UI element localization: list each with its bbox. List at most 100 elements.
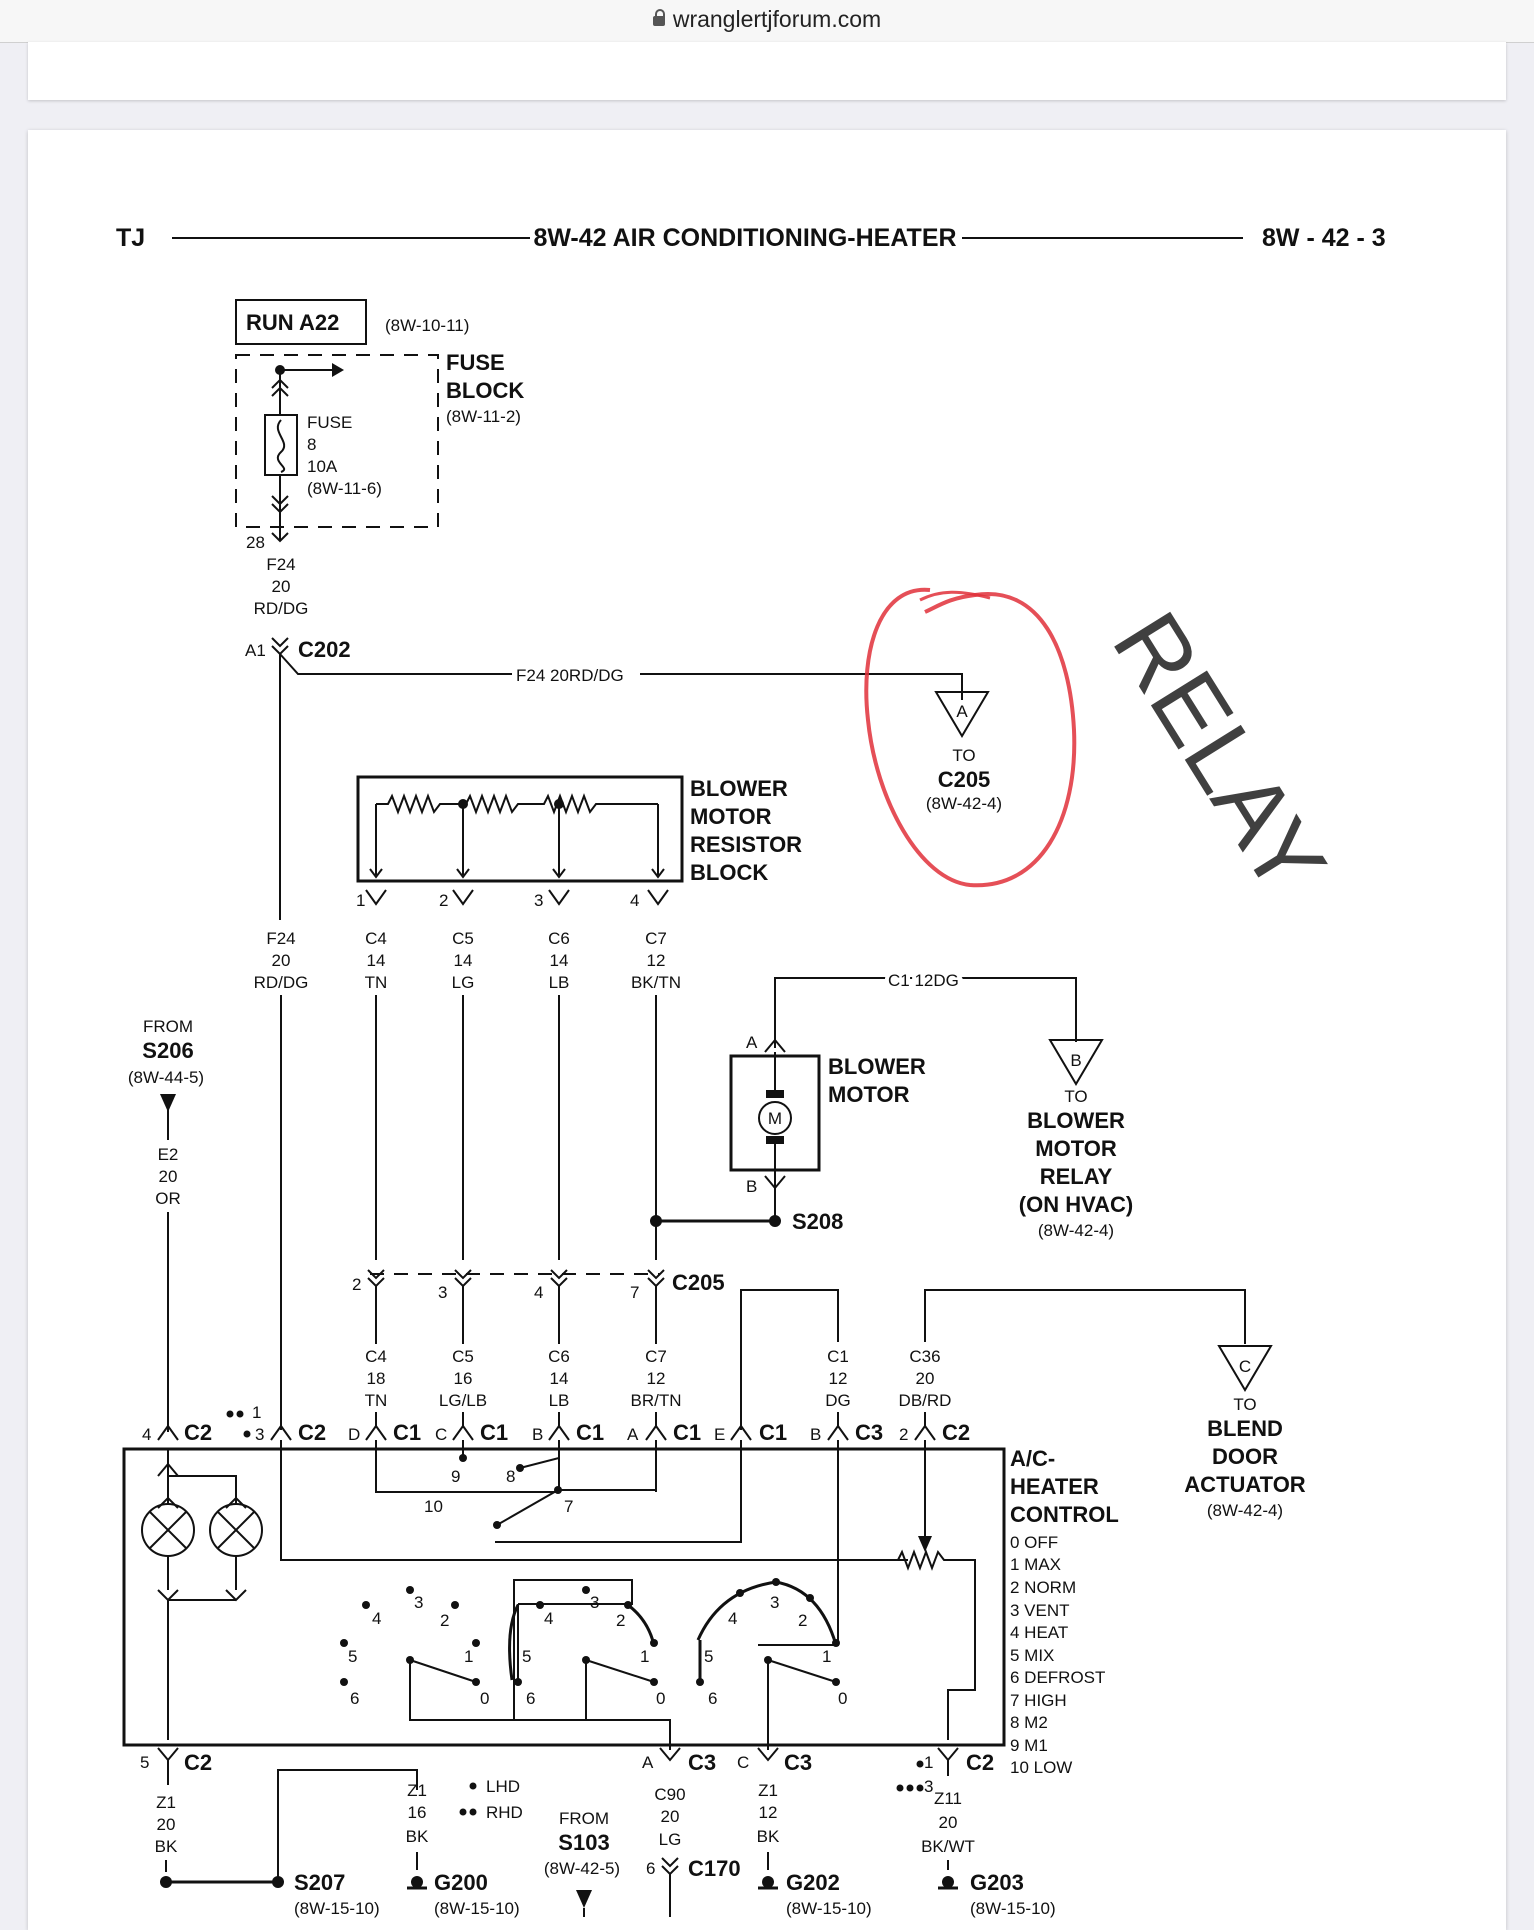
- svg-text:6: 6: [646, 1859, 655, 1878]
- c205-destination: C205: [938, 767, 991, 792]
- svg-text:C2: C2: [298, 1420, 326, 1445]
- url-text: wranglertjforum.com: [672, 6, 882, 32]
- svg-text:5: 5: [704, 1647, 713, 1666]
- svg-text:DB/RD: DB/RD: [899, 1391, 952, 1410]
- c1-run-label: C1 12DG: [888, 971, 959, 990]
- svg-text:A: A: [627, 1425, 639, 1444]
- svg-text:MOTOR: MOTOR: [690, 804, 772, 829]
- svg-text:TN: TN: [365, 1391, 388, 1410]
- header-left: TJ: [116, 224, 145, 252]
- svg-text:16: 16: [408, 1803, 427, 1822]
- svg-text:Z11: Z11: [934, 1789, 962, 1808]
- browser-url-bar[interactable]: wranglertjforum.com: [0, 0, 1534, 43]
- svg-text:LG/LB: LG/LB: [439, 1391, 487, 1410]
- svg-text:3: 3: [590, 1593, 599, 1612]
- svg-text:A: A: [746, 1033, 758, 1052]
- svg-text:(ON HVAC): (ON HVAC): [1019, 1192, 1133, 1217]
- g203-label: G203: [970, 1870, 1024, 1895]
- svg-text:14: 14: [550, 1369, 569, 1388]
- svg-text:Z1: Z1: [156, 1793, 176, 1812]
- svg-text:MOTOR: MOTOR: [1035, 1136, 1117, 1161]
- control-top-connectors: 4 C2 1 3 C2 D C1 C C1 B C1 A C1 E C1 B C…: [142, 1403, 970, 1445]
- svg-text:5: 5: [348, 1647, 357, 1666]
- svg-text:C6: C6: [548, 929, 570, 948]
- svg-text:7: 7: [564, 1497, 573, 1516]
- svg-text:A: A: [642, 1753, 654, 1772]
- svg-text:10: 10: [424, 1497, 443, 1516]
- svg-text:C: C: [435, 1425, 447, 1444]
- svg-text:5: 5: [522, 1647, 531, 1666]
- svg-text:RESISTOR: RESISTOR: [690, 832, 802, 857]
- svg-text:(8W-15-10): (8W-15-10): [970, 1899, 1056, 1918]
- svg-text:ACTUATOR: ACTUATOR: [1184, 1472, 1306, 1497]
- svg-text:C2: C2: [942, 1420, 970, 1445]
- c3-a-label: C3: [688, 1750, 716, 1775]
- svg-text:(8W-15-10): (8W-15-10): [786, 1899, 872, 1918]
- relay-annotation: RELAY: [864, 587, 1346, 912]
- svg-text:9 M1: 9 M1: [1010, 1736, 1048, 1755]
- ac-heater-control: 10 9 8 7 4 3 2 5 1 6 0: [122, 1440, 1119, 1777]
- svg-text:DG: DG: [825, 1391, 851, 1410]
- svg-text:5: 5: [140, 1753, 149, 1772]
- fuse-block: RUN A22 (8W-10-11) FUSE BLOCK (8W-11-2) …: [235, 299, 524, 552]
- c202-label: C202: [298, 637, 351, 662]
- svg-text:C: C: [737, 1753, 749, 1772]
- svg-text:B: B: [532, 1425, 543, 1444]
- svg-text:BK: BK: [757, 1827, 780, 1846]
- s208-label: S208: [792, 1209, 843, 1234]
- svg-text:2: 2: [899, 1425, 908, 1444]
- c170-label: C170: [688, 1856, 741, 1881]
- svg-text:9: 9: [451, 1467, 460, 1486]
- s207-label: S207: [294, 1870, 345, 1895]
- svg-text:LB: LB: [549, 973, 570, 992]
- mode-switch: 4 3 2 5 1 6 0: [340, 1586, 670, 1721]
- previous-page-card: [28, 42, 1506, 100]
- c2-bottom-right: C2: [966, 1750, 994, 1775]
- motor-symbol: M: [768, 1109, 782, 1128]
- svg-text:14: 14: [454, 951, 473, 970]
- svg-text:C7: C7: [645, 929, 667, 948]
- svg-text:20: 20: [939, 1813, 958, 1832]
- svg-text:3 VENT: 3 VENT: [1010, 1601, 1070, 1620]
- fan-switch: 4 3 2 5 1 6 0: [508, 1579, 671, 1750]
- svg-text:3: 3: [924, 1777, 933, 1796]
- svg-text:2 NORM: 2 NORM: [1010, 1578, 1076, 1597]
- c3-c-label: C3: [784, 1750, 812, 1775]
- run-a22-label: RUN A22: [246, 310, 339, 335]
- svg-text:3: 3: [414, 1593, 423, 1612]
- svg-text:C1: C1: [480, 1420, 508, 1445]
- diagram-page: TJ 8W-42 AIR CONDITIONING-HEATER 8W - 42…: [28, 130, 1506, 1930]
- svg-text:BK/TN: BK/TN: [631, 973, 681, 992]
- svg-text:BLOWER: BLOWER: [828, 1054, 926, 1079]
- fuse-label: FUSE: [307, 413, 352, 432]
- control-title-3: CONTROL: [1010, 1502, 1119, 1527]
- svg-text:4: 4: [372, 1609, 381, 1628]
- svg-text:BLOCK: BLOCK: [690, 860, 768, 885]
- svg-text:20: 20: [157, 1815, 176, 1834]
- svg-text:Z1: Z1: [407, 1781, 427, 1800]
- svg-text:C1: C1: [393, 1420, 421, 1445]
- fuse-block-label-2: BLOCK: [446, 378, 524, 403]
- fuse-pin-28: 28: [246, 533, 265, 552]
- fuse-rating: 10A: [307, 457, 338, 476]
- svg-text:FROM: FROM: [559, 1809, 609, 1828]
- svg-text:16: 16: [454, 1369, 473, 1388]
- fuse-ref: (8W-11-6): [307, 479, 382, 498]
- blower-motor-resistor-block: BLOWER MOTOR RESISTOR BLOCK 1 2 3 4: [356, 775, 802, 910]
- fuse-number: 8: [307, 435, 316, 454]
- svg-text:DOOR: DOOR: [1212, 1444, 1278, 1469]
- svg-text:12: 12: [829, 1369, 848, 1388]
- svg-text:C4: C4: [365, 1347, 387, 1366]
- svg-text:TO: TO: [1064, 1087, 1087, 1106]
- blend-door-actuator-ref: C TO BLEND DOOR ACTUATOR (8W-42-4): [1184, 1345, 1306, 1520]
- svg-text:1: 1: [822, 1647, 831, 1666]
- c205-arrow-letter: A: [956, 702, 968, 721]
- svg-text:1: 1: [924, 1753, 933, 1772]
- svg-text:BLEND: BLEND: [1207, 1416, 1283, 1441]
- svg-text:20: 20: [916, 1369, 935, 1388]
- svg-text:E: E: [714, 1425, 725, 1444]
- url-display[interactable]: wranglertjforum.com: [0, 6, 1534, 33]
- svg-text:BK: BK: [155, 1837, 178, 1856]
- svg-text:(8W-42-4): (8W-42-4): [1207, 1501, 1283, 1520]
- svg-text:(8W-15-10): (8W-15-10): [434, 1899, 520, 1918]
